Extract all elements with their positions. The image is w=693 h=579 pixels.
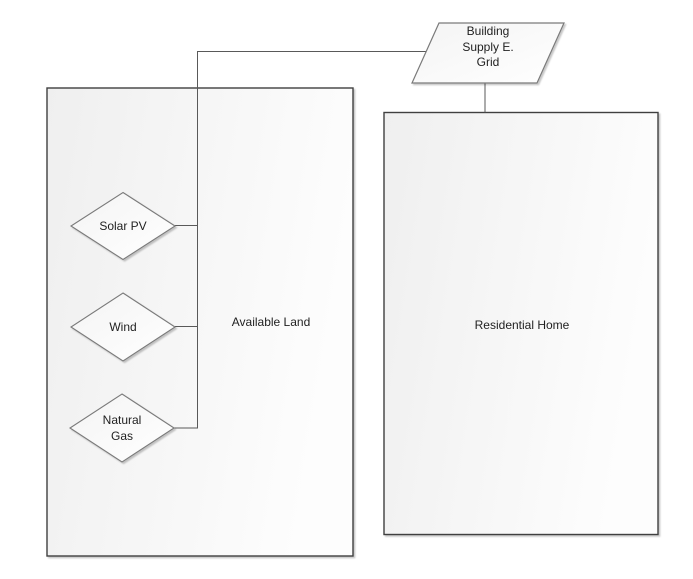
residential-home-label: Residential Home [474,318,570,332]
building-supply-grid-label: Building Supply E. Grid [418,24,558,71]
building-supply-grid-label-line2: Supply E. [462,39,514,54]
available-land-label: Available Land [231,315,311,329]
solar-pv-label: Solar PV [99,219,147,233]
connector-trunk-to-grid [174,51,426,429]
residential-home-container [383,111,659,536]
building-supply-grid-label-line1: Building [466,24,510,38]
wind-shape [69,292,177,362]
building-supply-grid-shape [411,22,565,84]
solar-pv-shape [69,191,177,261]
wind-label: Wind [109,320,137,334]
natural-gas-label-line2: Gas [110,429,133,443]
natural-gas-shape [68,393,176,463]
building-supply-grid-label-line3: Grid [476,55,500,69]
natural-gas-label-line1: Natural [102,413,142,427]
natural-gas-label: Natural Gas [62,412,182,444]
